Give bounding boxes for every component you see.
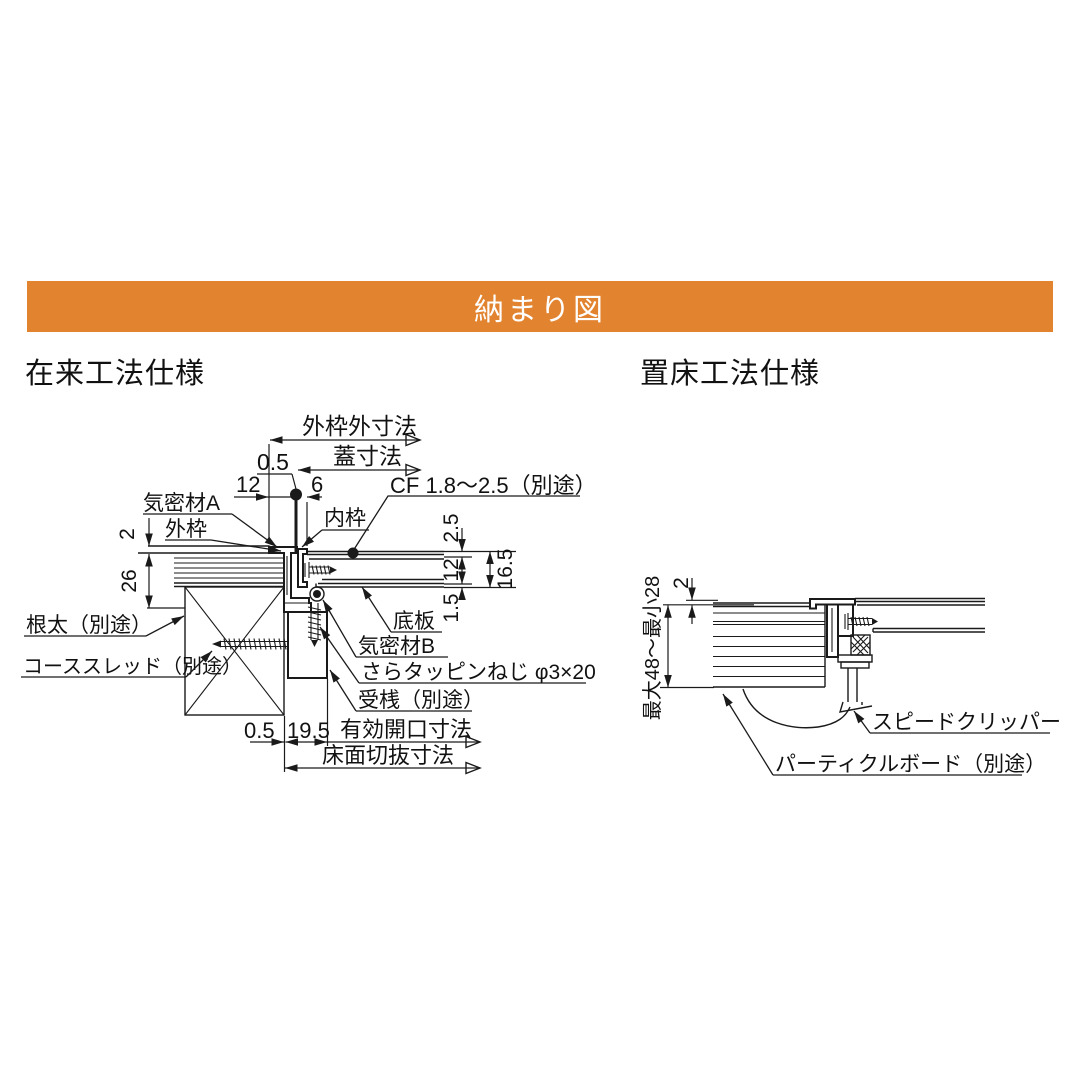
- dim-12b-label: 12: [440, 558, 463, 581]
- label-airtight-b: 気密材B: [358, 635, 435, 658]
- ext-layer-lines: [444, 550, 516, 589]
- vertical-screw: [307, 603, 322, 647]
- floor-board-lines: [174, 557, 284, 579]
- right-gasket: [850, 634, 871, 656]
- dim-2-5-label: 2.5: [440, 513, 463, 542]
- cf-leader: [352, 495, 580, 552]
- floor-board-bottom: [174, 582, 284, 588]
- dim-floor-cutout-label: 床面切抜寸法: [322, 743, 454, 768]
- right-dim-range-label: 最大48〜最小28: [641, 576, 664, 721]
- dim-effective-opening-label: 有効開口寸法: [340, 717, 472, 742]
- airtight-b-gasket: [309, 586, 325, 602]
- gap-top-dot: [290, 488, 302, 501]
- right-cover-bottom: [872, 627, 985, 633]
- outer-frame-detail: [284, 556, 309, 604]
- outer-frame-profile: [268, 546, 312, 613]
- particle-board-leader: [722, 693, 774, 776]
- gap-top-leader: [257, 473, 297, 490]
- airtight-b-leader: [322, 599, 357, 658]
- dim-outer-width-label: 外枠外寸法: [302, 413, 417, 439]
- label-coarse-thread: コーススレッド（別途）: [23, 655, 242, 678]
- dim-0-5-bottom-label: 0.5: [244, 718, 275, 743]
- label-particle-board: パーティクルボード（別途）: [775, 753, 1046, 776]
- lid-bottom-plate: [315, 578, 444, 588]
- joist-box: [184, 586, 285, 716]
- airtight-a-leader: [231, 513, 278, 548]
- label-bottom-plate: 底板: [393, 610, 435, 633]
- dim-6-label: 6: [311, 472, 323, 497]
- label-outer-frame: 外枠: [165, 518, 207, 541]
- label-cf: CF 1.8〜2.5（別途）: [390, 473, 597, 498]
- dim-16-5-label: 16.5: [494, 549, 517, 590]
- coarse-thread-leader: [185, 650, 213, 678]
- tapping-screw-leader: [319, 626, 360, 684]
- support-batten-leader: [329, 669, 357, 712]
- speed-clipper: [742, 654, 873, 729]
- dim-1-5-label: 1.5: [440, 593, 463, 622]
- left-diagram-title: 在来工法仕様: [25, 358, 206, 390]
- dim-2-label: 2: [116, 528, 139, 540]
- right-diagram-title: 置床工法仕様: [640, 358, 821, 390]
- inner-frame-profile: [297, 548, 308, 588]
- label-airtight-a: 気密材A: [143, 492, 220, 515]
- dim-gap-top-label: 0.5: [257, 449, 289, 475]
- particle-board: [713, 602, 826, 688]
- ext-bottom: [283, 679, 329, 772]
- lid-top-skin: [307, 550, 444, 560]
- right-dim-2-label: 2: [670, 577, 693, 589]
- dim-26-label: 26: [118, 569, 141, 592]
- dim-19-5-label: 19.5: [287, 718, 330, 743]
- inner-frame-leader: [301, 529, 323, 548]
- label-inner-frame: 内枠: [324, 507, 366, 530]
- dim-12-label: 12: [236, 472, 260, 497]
- cf-dot: [347, 547, 359, 559]
- label-tapping-screw: さらタッピンねじ φ3×20: [361, 661, 596, 684]
- right-ext-2: [663, 599, 754, 606]
- dim-lid-width-label: 蓋寸法: [333, 443, 402, 469]
- right-cover-top: [855, 597, 985, 606]
- label-joist: 根太（別途）: [26, 614, 152, 637]
- section-banner: 納まり図: [27, 281, 1053, 332]
- support-batten-box: [287, 611, 328, 679]
- banner-title: 納まり図: [474, 293, 606, 327]
- bottom-plate-leader: [361, 586, 392, 633]
- joist-leader: [145, 615, 185, 637]
- speed-clipper-leader: [853, 710, 871, 734]
- outer-frame-leader: [210, 539, 282, 553]
- label-support-batten: 受桟（別途）: [358, 689, 484, 712]
- joist-cross: [184, 586, 285, 716]
- right-screw: [844, 613, 878, 630]
- label-speed-clipper: スピードクリッパー: [872, 711, 1061, 734]
- right-diagram: 2 最大48〜最小28 スピードクリッパー パーティクルボード（別途）: [641, 576, 1061, 776]
- left-diagram: 外枠外寸法 蓋寸法 0.5 12 6 CF 1.8〜2.5（別途） 気密材A 外…: [21, 413, 597, 775]
- lid-screw: [304, 562, 337, 578]
